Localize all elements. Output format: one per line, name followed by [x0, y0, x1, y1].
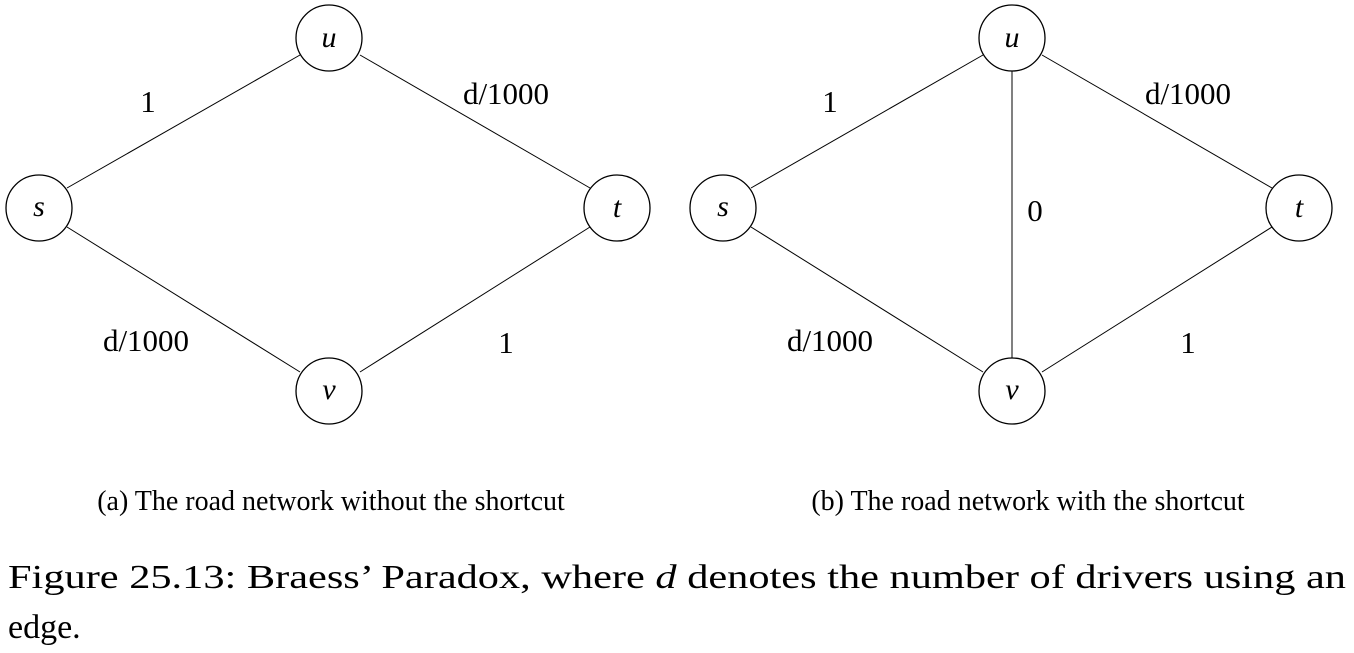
edge-b-v-t	[1041, 226, 1273, 373]
node-b-t: t	[1265, 174, 1333, 242]
node-label: v	[322, 373, 336, 406]
node-label: s	[33, 190, 45, 223]
edge-label-a-s-u: 1	[140, 84, 156, 119]
edge-a-s-u	[66, 54, 301, 189]
node-label: s	[717, 190, 729, 223]
node-b-v: v	[978, 357, 1046, 425]
edge-label-b-v-t: 1	[1180, 325, 1196, 360]
caption-variable: d	[655, 559, 677, 596]
diagram-b: u s t v 1 d/1000 0 d/1000 1 (b) The road…	[689, 4, 1333, 517]
figure-caption-line2: edge.	[8, 609, 81, 646]
edge-a-v-t	[359, 226, 591, 373]
edge-b-s-u	[750, 54, 984, 189]
node-a-t: t	[583, 174, 651, 242]
diagram-a: u s t v 1 d/1000 d/1000 1 (a) The road n…	[5, 4, 651, 517]
figure-caption-line1: Figure 25.13: Braess’ Paradox, where d d…	[8, 559, 1346, 596]
node-label: t	[613, 191, 622, 224]
edge-label-b-u-t: d/1000	[1145, 76, 1231, 111]
edge-b-s-v	[750, 226, 984, 373]
subcaption-a: (a) The road network without the shortcu…	[97, 486, 565, 517]
edge-label-b-u-v: 0	[1027, 193, 1043, 228]
caption-prefix: Figure 25.13: Braess’ Paradox, where	[8, 559, 655, 596]
node-a-v: v	[295, 357, 363, 425]
node-b-s: s	[689, 174, 757, 242]
node-a-u: u	[295, 4, 363, 72]
edge-a-u-t	[359, 54, 591, 189]
caption-suffix: denotes the number of drivers using an	[677, 559, 1346, 596]
edge-b-u-t	[1041, 54, 1273, 189]
node-label: v	[1005, 373, 1019, 406]
subcaption-b: (b) The road network with the shortcut	[811, 486, 1245, 517]
edge-label-a-u-t: d/1000	[463, 76, 549, 111]
edge-label-b-s-v: d/1000	[787, 323, 873, 358]
edge-a-s-v	[66, 226, 301, 373]
node-b-u: u	[978, 4, 1046, 72]
edge-label-a-s-v: d/1000	[103, 323, 189, 358]
node-label: t	[1295, 191, 1304, 224]
node-label: u	[322, 21, 337, 54]
node-label: u	[1005, 21, 1020, 54]
edge-label-a-v-t: 1	[498, 325, 514, 360]
node-a-s: s	[5, 174, 73, 242]
edge-label-b-s-u: 1	[822, 84, 838, 119]
